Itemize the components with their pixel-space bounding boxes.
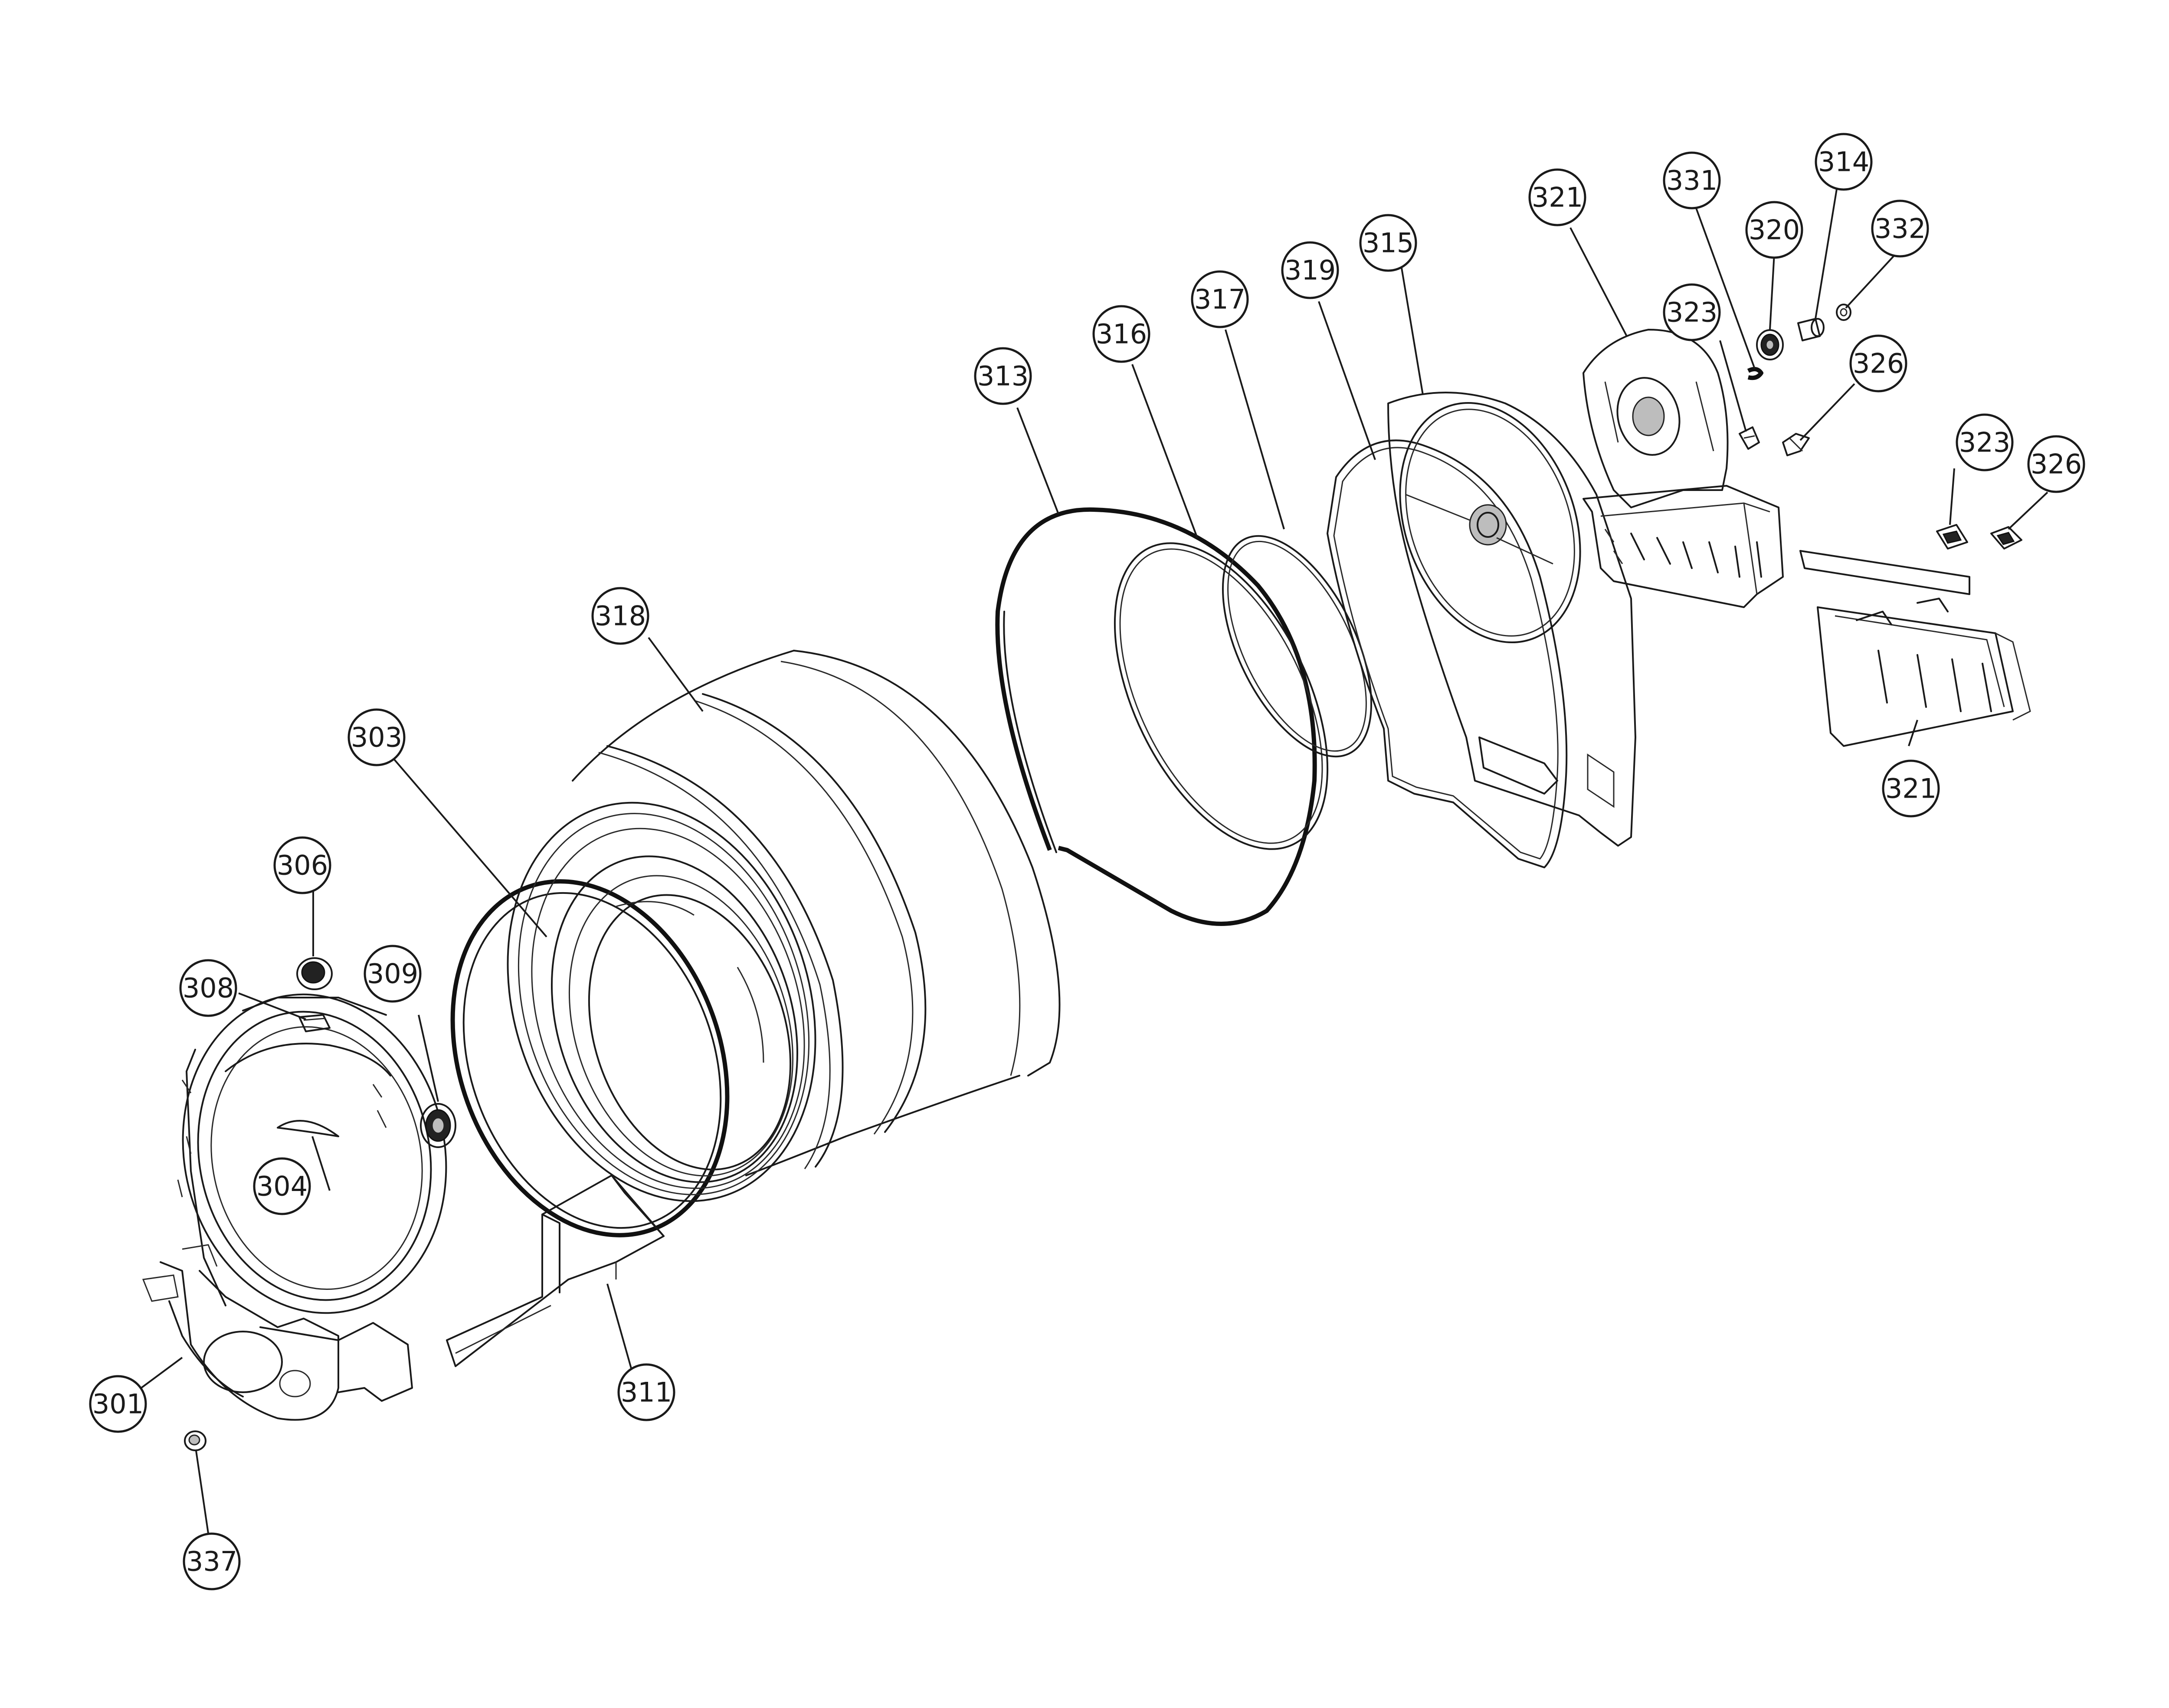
callout-303: 303 — [347, 708, 406, 766]
callout-label: 315 — [1363, 227, 1414, 259]
callout-320: 320 — [1745, 201, 1803, 259]
part-bushing-314 — [1797, 318, 1825, 341]
part-bearing-320 — [1756, 329, 1784, 360]
part-ring-317 — [1222, 535, 1373, 758]
callout-311: 311 — [617, 1363, 675, 1421]
callout-label: 323 — [1959, 427, 2010, 458]
callout-label: 313 — [977, 360, 1029, 392]
callout-326-right: 326 — [2027, 435, 2085, 493]
callout-label: 309 — [367, 958, 418, 990]
callout-label: 306 — [277, 850, 328, 881]
callout-323-right: 323 — [1956, 413, 2014, 471]
callout-321-lower: 321 — [1882, 759, 1940, 818]
callout-label: 316 — [1096, 318, 1147, 350]
callout-label: 318 — [595, 600, 646, 632]
callout-323-upper: 323 — [1663, 283, 1721, 341]
callout-337: 337 — [183, 1532, 241, 1590]
part-spring-331 — [1747, 367, 1763, 380]
part-filter-309 — [420, 1103, 456, 1148]
callout-308: 308 — [179, 959, 237, 1017]
callout-315: 315 — [1359, 214, 1417, 272]
callout-313: 313 — [974, 347, 1032, 405]
part-clip-326-upper — [1782, 433, 1810, 456]
callout-316: 316 — [1092, 305, 1150, 363]
callout-label: 337 — [186, 1546, 237, 1577]
callout-label: 314 — [1818, 146, 1869, 178]
part-heater-cover-321-upper — [1583, 329, 1784, 608]
callout-label: 321 — [1532, 182, 1583, 213]
part-heater-cover-321-lower — [1799, 550, 2031, 747]
callout-321-upper: 321 — [1528, 168, 1586, 226]
callout-309: 309 — [364, 945, 422, 1003]
part-bracket-323-upper — [1739, 426, 1760, 450]
callout-label: 321 — [1885, 773, 1936, 805]
callout-314: 314 — [1815, 133, 1873, 191]
part-belt-313 — [995, 507, 1317, 926]
callout-label: 319 — [1284, 255, 1336, 286]
callout-332: 332 — [1871, 200, 1929, 258]
callout-label: 317 — [1194, 284, 1245, 315]
part-nut-332 — [1836, 304, 1851, 321]
callout-label: 320 — [1749, 214, 1800, 246]
callout-326-upper: 326 — [1849, 334, 1907, 393]
part-clip-326-right — [1990, 526, 2022, 550]
part-ring-316 — [1114, 542, 1329, 850]
callout-331: 331 — [1663, 151, 1721, 209]
part-gasket-303 — [450, 879, 730, 1237]
callout-label: 304 — [256, 1171, 308, 1202]
callout-label: 326 — [1853, 348, 1904, 380]
part-knob-306 — [296, 957, 333, 990]
callout-301: 301 — [89, 1375, 147, 1433]
callout-label: 311 — [621, 1377, 672, 1408]
callout-label: 331 — [1666, 165, 1717, 196]
part-duct-311 — [446, 1175, 665, 1367]
part-bracket-323-right — [1936, 524, 1968, 550]
callout-318: 318 — [591, 587, 649, 645]
callout-label: 332 — [1874, 213, 1926, 245]
callout-306: 306 — [273, 836, 331, 894]
leader-lines — [134, 186, 2048, 1534]
callout-label: 323 — [1666, 297, 1717, 328]
part-cap-337 — [184, 1430, 206, 1451]
callout-label: 301 — [92, 1388, 144, 1420]
part-front-bulkhead-301 — [142, 993, 447, 1421]
callout-label: 326 — [2031, 448, 2082, 480]
callout-304: 304 — [253, 1157, 311, 1215]
part-rear-bulkhead-315 — [1387, 392, 1636, 847]
callout-317: 317 — [1191, 270, 1249, 328]
part-rear-seal-319 — [1327, 439, 1568, 868]
callout-319: 319 — [1281, 241, 1339, 299]
part-switch-308 — [298, 1014, 331, 1032]
callout-label: 308 — [183, 972, 234, 1004]
part-drum-318 — [507, 650, 1061, 1202]
callout-label: 303 — [351, 722, 402, 753]
